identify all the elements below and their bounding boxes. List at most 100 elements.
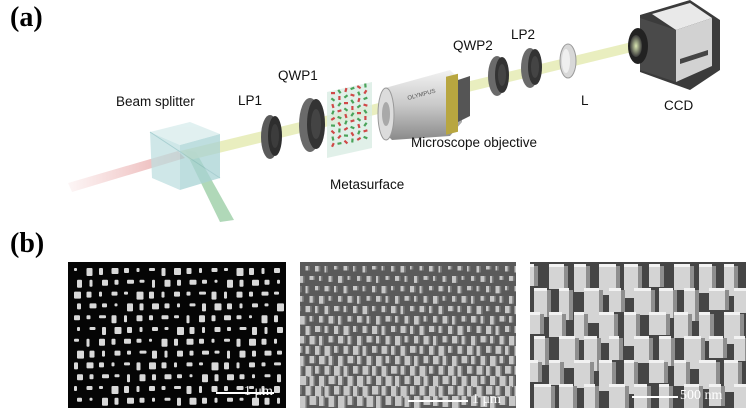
nanopillar: [599, 264, 616, 295]
nanopillar: [186, 268, 192, 274]
nanopillar-shadow: [346, 306, 348, 313]
nanopillar: [328, 376, 335, 385]
nanopillar-shadow: [318, 286, 320, 291]
nanopillar-shadow: [408, 316, 410, 324]
nanopillar: [249, 291, 253, 297]
nanopillar-shadow: [359, 276, 362, 281]
nanopillar: [309, 316, 313, 322]
nanopillar-shadow: [470, 306, 473, 314]
nanopillar-shadow: [493, 316, 496, 325]
nanopillar-shadow: [338, 306, 341, 312]
nanopillar: [149, 362, 156, 370]
nanopillar-shadow: [504, 396, 507, 405]
metasurface-pillar: [331, 142, 335, 148]
nanopillar-shadow: [507, 286, 509, 291]
nanopillar: [634, 288, 651, 315]
nanopillar-shadow: [455, 276, 458, 283]
nanopillar-shadow: [432, 286, 434, 291]
metasurface-pillar: [344, 120, 348, 125]
metasurface-pillar: [343, 134, 349, 137]
nanopillar: [442, 356, 447, 366]
nanopillar: [699, 264, 712, 293]
nanopillar: [734, 288, 746, 313]
nanopillar: [102, 374, 109, 379]
nanopillar-shadow: [511, 316, 514, 323]
nanopillar: [111, 362, 115, 367]
nanopillar: [89, 397, 93, 401]
nanopillar-top: [559, 336, 575, 339]
nanopillar-shadow: [465, 296, 468, 303]
nanopillar: [174, 386, 181, 389]
nanopillar: [305, 266, 309, 271]
nanopillar: [315, 386, 322, 397]
nanopillar: [319, 396, 324, 406]
nanopillar: [381, 266, 384, 271]
nanopillar-shadow: [434, 326, 436, 333]
nanopillar: [161, 386, 166, 390]
nanopillar: [549, 360, 560, 385]
metasurface-pillar: [330, 97, 336, 102]
nanopillar: [495, 306, 500, 313]
nanopillar-shadow: [424, 306, 426, 313]
nanopillar-shadow: [438, 376, 440, 388]
nanopillar: [149, 291, 154, 299]
beam-splitter-cube: [149, 122, 221, 190]
nanopillar-top: [659, 288, 673, 291]
nanopillar: [404, 316, 409, 324]
nanopillar-shadow: [436, 316, 439, 323]
nanopillar: [264, 350, 272, 356]
nanopillar: [309, 356, 315, 364]
nanopillar: [372, 346, 377, 353]
nanopillar: [509, 296, 513, 304]
nanopillar: [599, 360, 612, 391]
nanopillar-shadow: [488, 306, 491, 312]
nanopillar-shadow: [489, 366, 492, 376]
nanopillar: [353, 366, 358, 374]
nanopillar-shadow: [636, 314, 640, 346]
nanopillar: [559, 336, 575, 368]
nanopillar-shadow: [315, 396, 318, 405]
nanopillar: [357, 296, 360, 304]
ccd-label: CCD: [664, 98, 694, 113]
nanopillar: [319, 296, 324, 304]
nanopillar-shadow: [690, 266, 694, 290]
nanopillar: [174, 362, 177, 368]
nanopillar-shadow: [304, 316, 307, 325]
nanopillar-shadow: [471, 366, 474, 374]
nanopillar-shadow: [619, 338, 623, 360]
nanopillar: [419, 286, 422, 294]
nanopillar-shadow: [437, 296, 439, 304]
nanopillar: [471, 336, 476, 346]
nanopillar-shadow: [725, 290, 729, 310]
nanopillar: [499, 276, 503, 280]
nanopillar: [400, 266, 405, 273]
nanopillar: [395, 336, 401, 346]
nanopillar: [315, 306, 318, 314]
nanopillar-shadow: [573, 386, 577, 408]
nanopillar: [149, 386, 155, 391]
nanopillar-top: [649, 264, 660, 267]
metasurface-pillar: [356, 136, 362, 141]
nanopillar-shadow: [503, 336, 506, 345]
nanopillar: [486, 306, 489, 312]
nanopillar: [305, 386, 311, 396]
nanopillar: [574, 360, 590, 388]
nanopillar: [305, 366, 312, 377]
nanopillar: [419, 366, 426, 377]
metasurface-pillar: [364, 83, 367, 88]
nanopillar-shadow: [349, 276, 352, 280]
nanopillar: [471, 376, 478, 388]
nanopillar: [111, 291, 118, 296]
nanopillar-shadow: [384, 326, 387, 336]
nanopillar-shadow: [466, 376, 469, 387]
nanopillar: [486, 326, 492, 335]
metasurface-pillar: [357, 97, 361, 103]
nanopillar-shadow: [538, 362, 542, 382]
nanopillar: [227, 303, 232, 310]
nanopillar-shadow: [716, 362, 720, 389]
nanopillar-shadow: [396, 386, 398, 397]
nanopillar: [328, 396, 334, 407]
nanopillar: [274, 362, 281, 366]
nanopillar: [442, 336, 447, 343]
nanopillar: [419, 346, 423, 354]
